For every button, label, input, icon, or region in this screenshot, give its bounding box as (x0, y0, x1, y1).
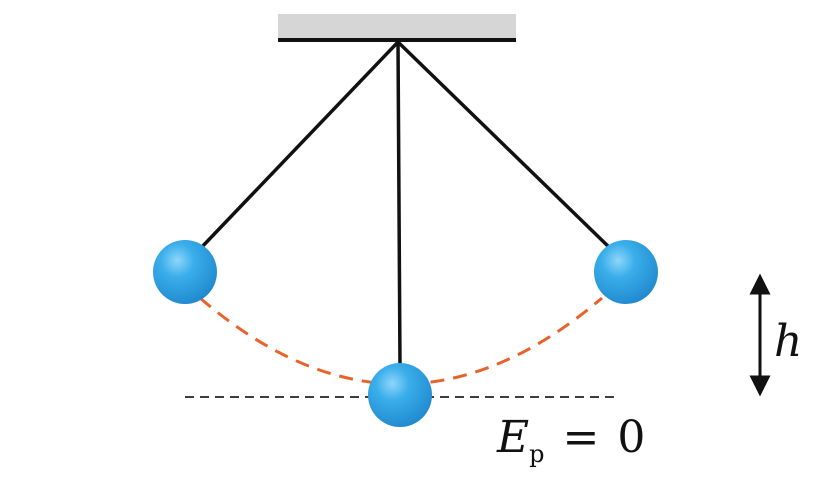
ceiling-block (278, 14, 516, 40)
energy-equals: = (563, 412, 600, 463)
potential-energy-label: Ep = 0 (496, 412, 645, 468)
energy-symbol: E (496, 412, 529, 463)
bob-middle (368, 363, 432, 427)
string-right (396, 40, 614, 252)
string-middle (396, 41, 402, 367)
energy-subscript: p (529, 440, 544, 468)
swing-trajectory (199, 296, 603, 386)
energy-value: 0 (617, 412, 645, 463)
height-label: h (774, 316, 802, 367)
bob-right (594, 240, 658, 304)
string-left (197, 40, 400, 252)
bob-left (153, 240, 217, 304)
